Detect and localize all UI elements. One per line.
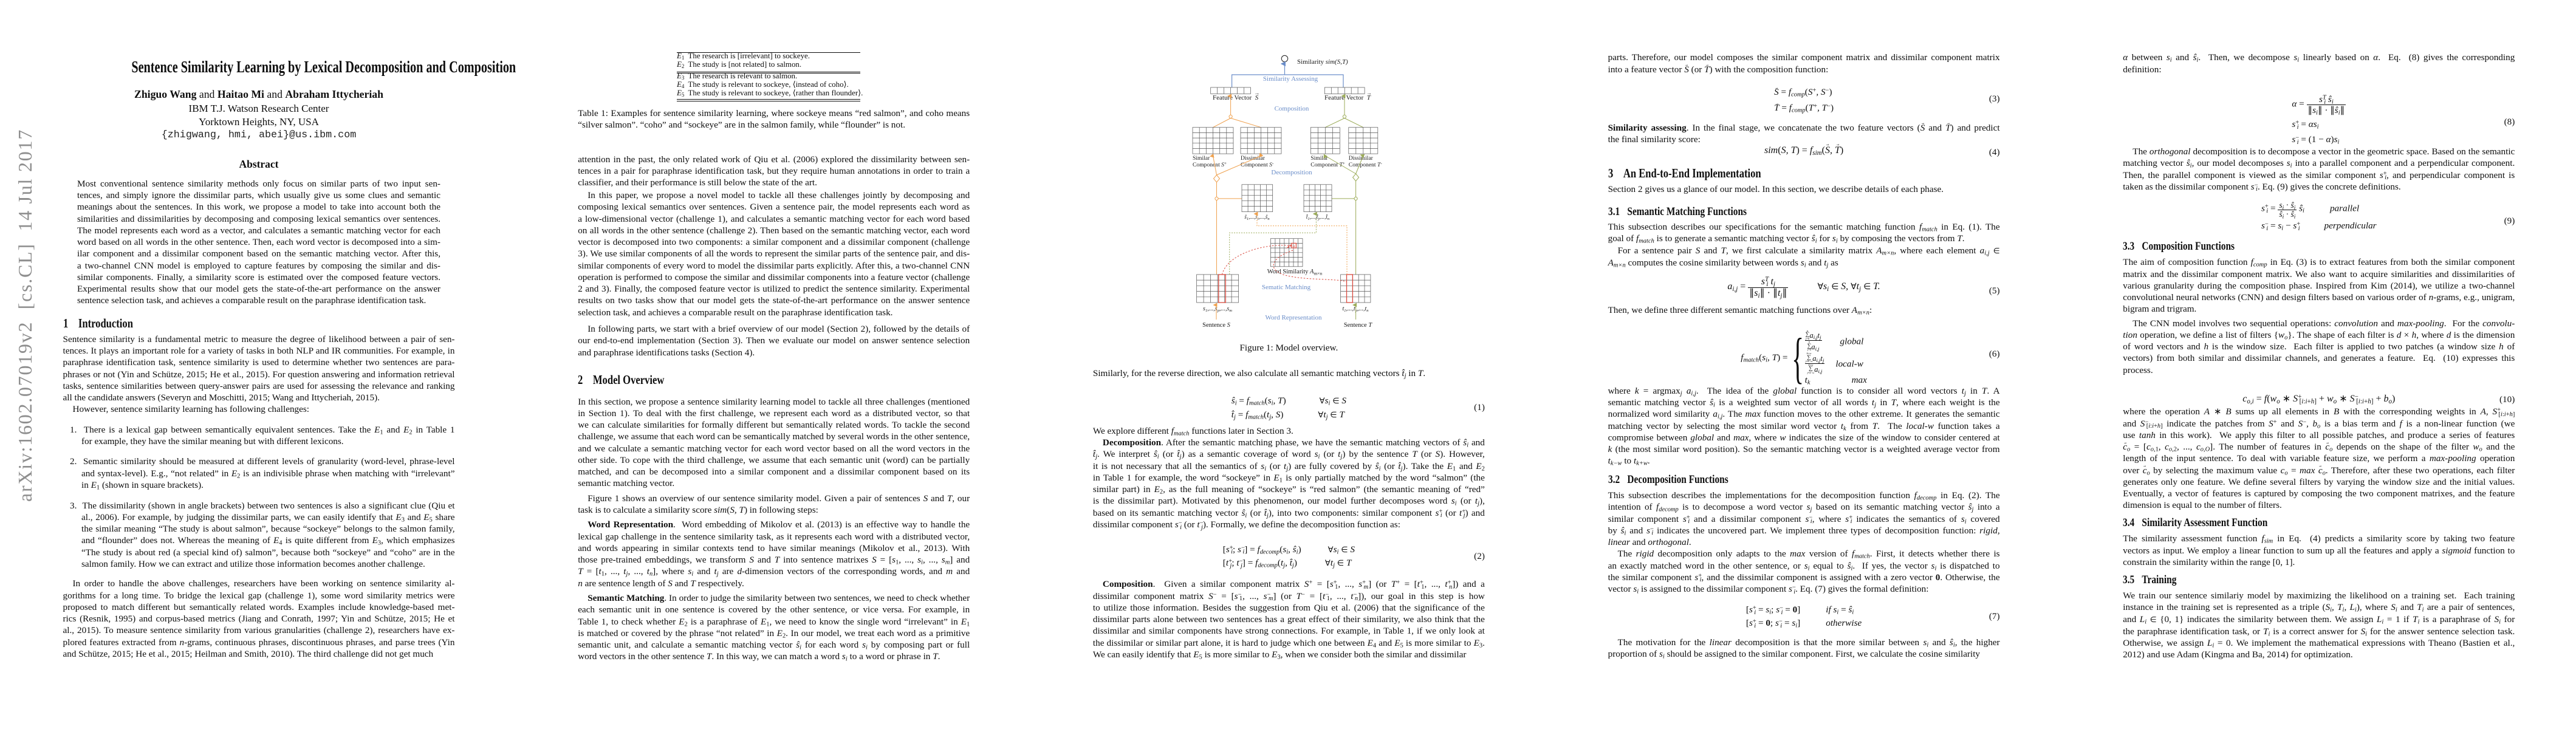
svg-text:a: a <box>1293 244 1295 248</box>
svg-text:Component S-: Component S- <box>1241 161 1274 168</box>
svg-text:Sentence T: Sentence T <box>1344 322 1373 329</box>
svg-text:s1,...,sp,...,sm: s1,...,sp,...,sm <box>1203 306 1232 313</box>
svg-text:Similar: Similar <box>1310 155 1328 162</box>
svg-text:Component T-: Component T- <box>1349 161 1383 168</box>
svg-text:Component S+: Component S+ <box>1193 161 1227 168</box>
svg-text:Word Similarity Am×n: Word Similarity Am×n <box>1267 269 1323 276</box>
svg-text:Dissimilar: Dissimilar <box>1241 155 1266 162</box>
svg-text:Composition: Composition <box>1275 105 1309 112</box>
svg-text:Dissimilar: Dissimilar <box>1349 155 1374 162</box>
svg-text:Word Representation: Word Representation <box>1266 314 1322 321</box>
svg-text:Sematic Matching: Sematic Matching <box>1262 284 1311 291</box>
svg-text:Similarity Assessing: Similarity Assessing <box>1263 75 1318 83</box>
svg-text:Similarity sim(S,T): Similarity sim(S,T) <box>1297 58 1348 66</box>
svg-text:Sentence S: Sentence S <box>1202 322 1231 329</box>
svg-text:t1,...,tp,...,tn: t1,...,tp,...,tn <box>1342 306 1368 313</box>
svg-text:t̂1,...,t̂j,...,t̂n: t̂1,...,t̂j,...,t̂n <box>1306 214 1329 221</box>
svg-text:Similar: Similar <box>1193 155 1210 162</box>
svg-text:Decomposition: Decomposition <box>1271 169 1312 176</box>
